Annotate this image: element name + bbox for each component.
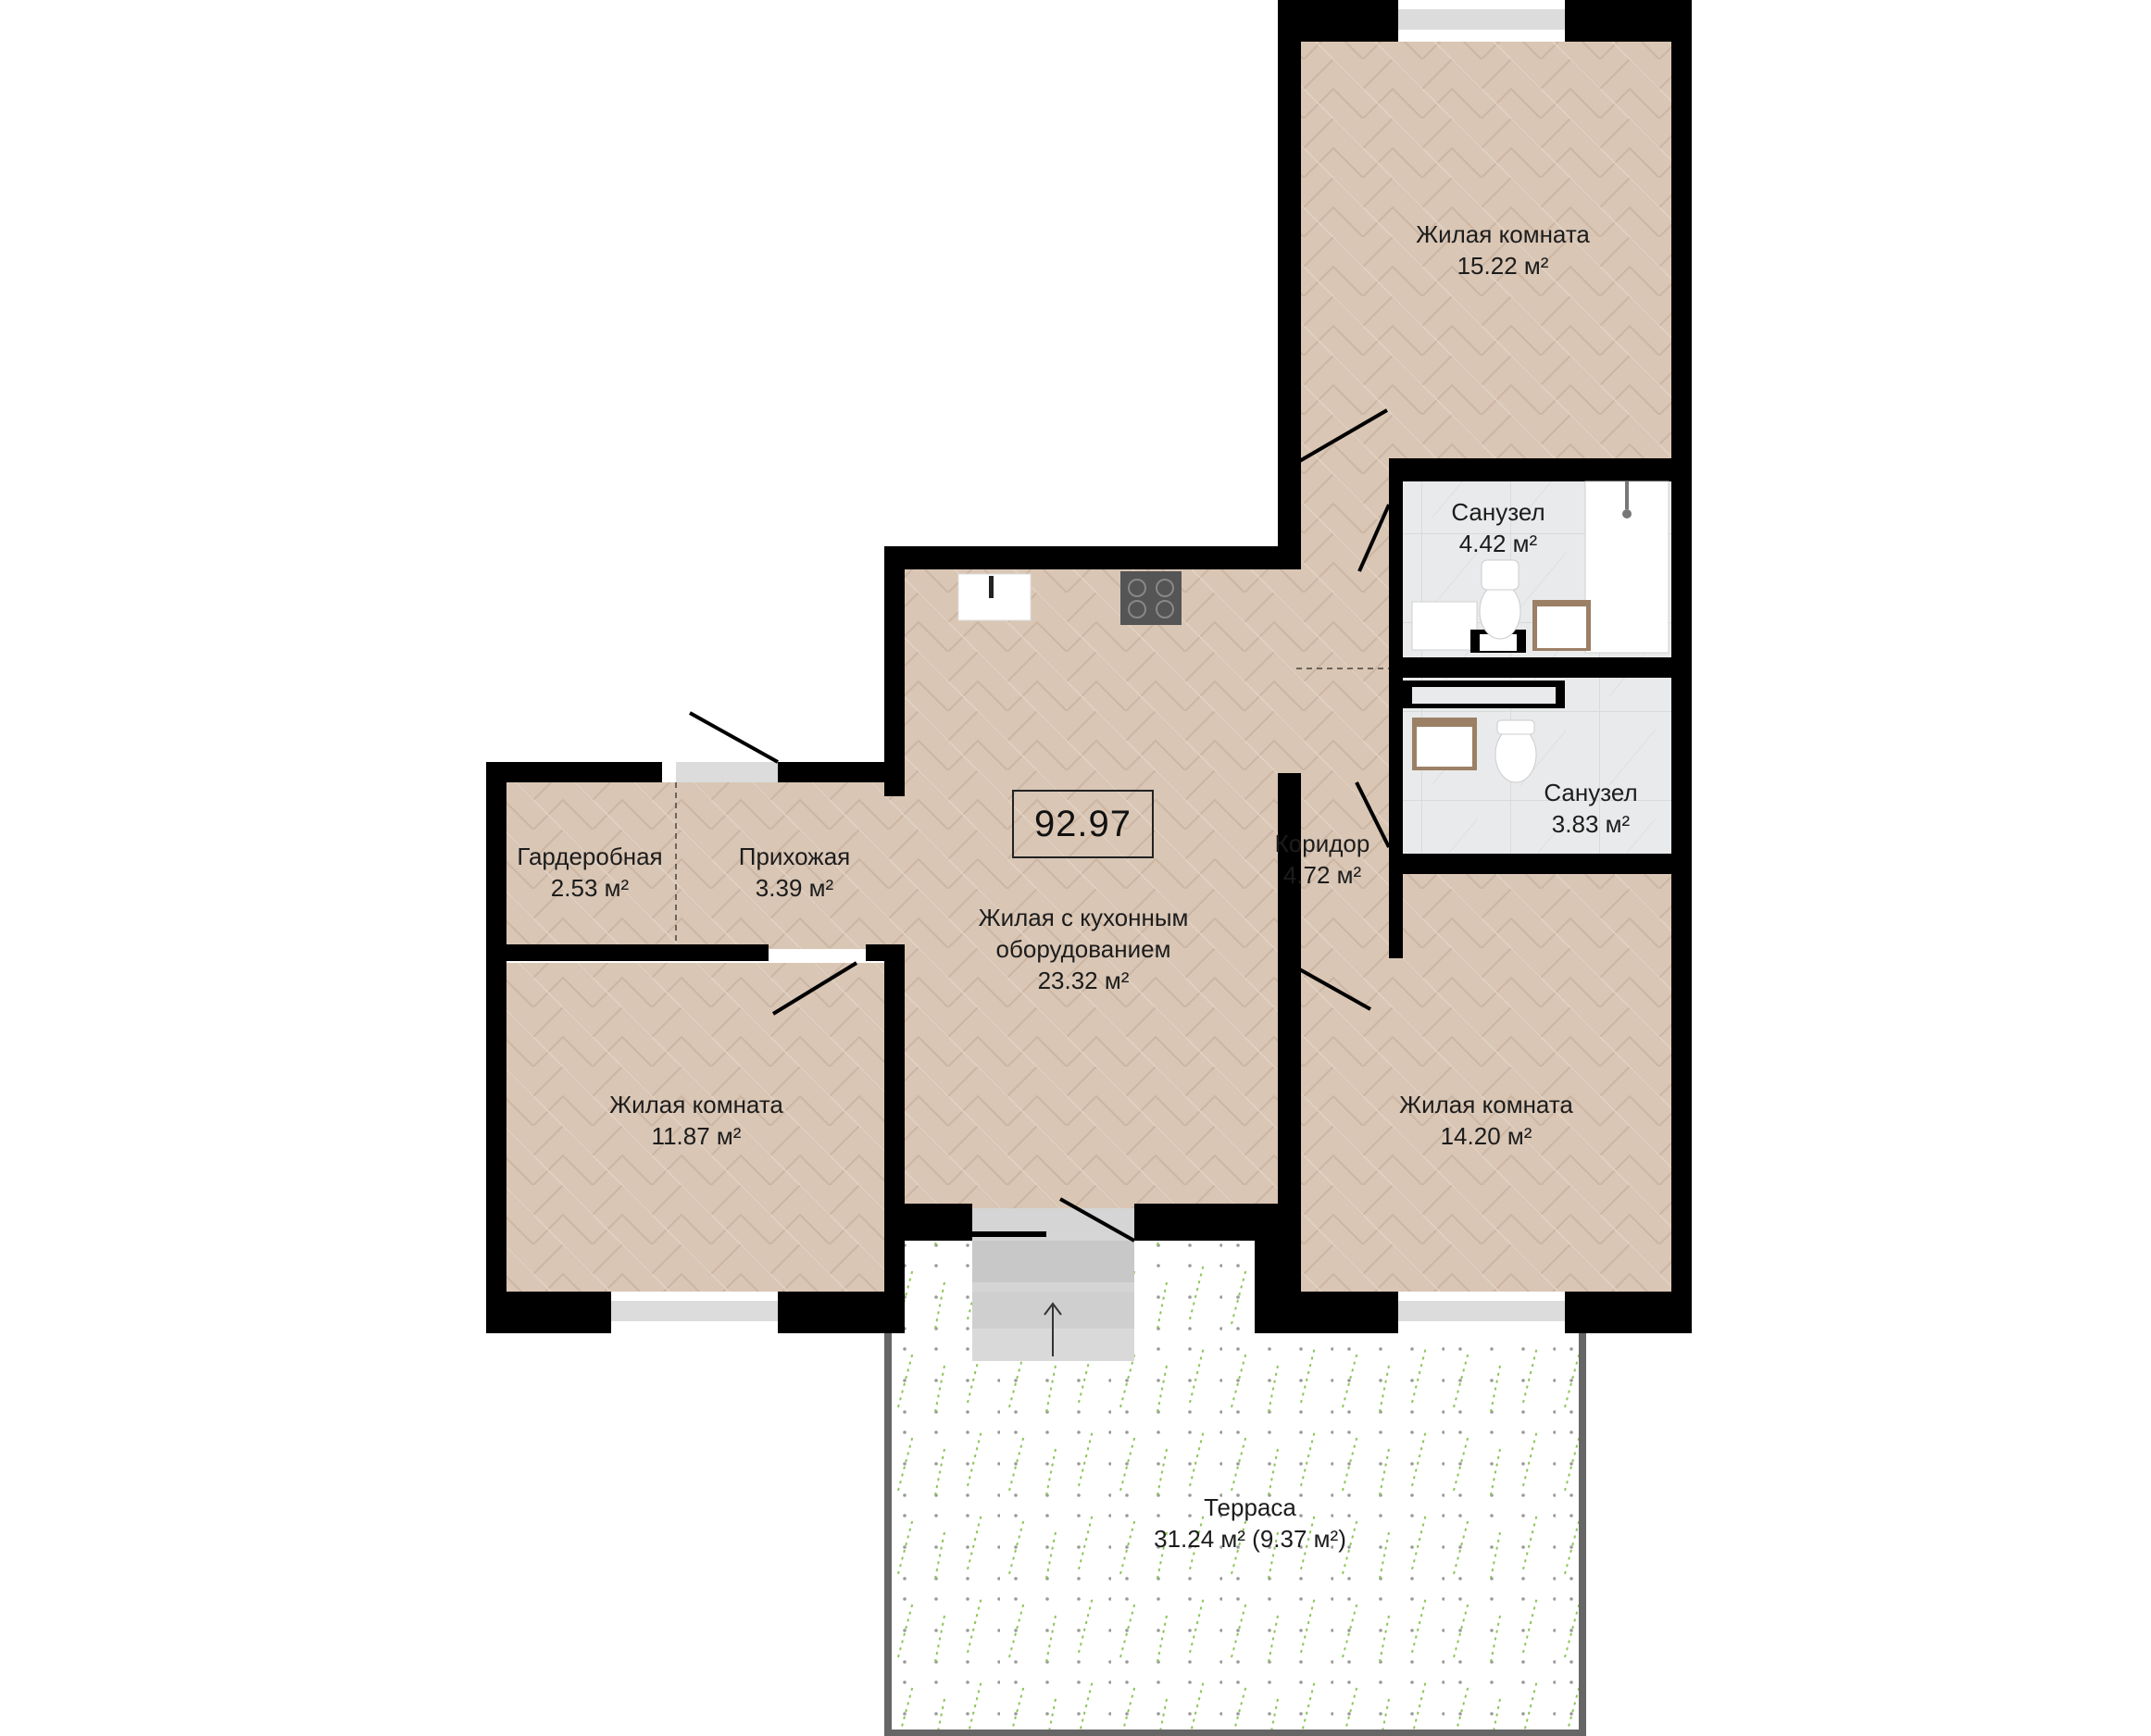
room-name: Гардеробная (517, 843, 663, 870)
room-area: 3.83 м² (1551, 810, 1631, 838)
room-area: 2.53 м² (550, 874, 630, 902)
room-label-terrace: Терраса 31.24 м² (9.37 м²) (1154, 1492, 1346, 1555)
room-area: 14.20 м² (1440, 1122, 1532, 1150)
room-label-hallway: Прихожая 3.39 м² (739, 841, 850, 904)
partition-marker (505, 946, 509, 951)
room-name: Жилая комната (1416, 220, 1590, 248)
walls (486, 0, 1692, 1333)
room-name-line2: оборудованием (995, 935, 1171, 963)
bath-2-fixtures (1403, 681, 1565, 783)
room-label-bedroom-left: Жилая комната 11.87 м² (609, 1089, 783, 1152)
room-label-bath-2: Санузел 3.83 м² (1544, 777, 1637, 840)
room-name-line1: Жилая с кухонным (978, 904, 1189, 931)
room-area: 4.72 м² (1282, 861, 1362, 889)
kitchen-fixtures (957, 571, 1182, 625)
room-name: Санузел (1544, 779, 1638, 806)
room-area: 11.87 м² (651, 1122, 742, 1150)
room-name: Жилая комната (1399, 1091, 1573, 1118)
room-name: Жилая комната (609, 1091, 783, 1118)
room-label-bath-1: Санузел 4.42 м² (1451, 496, 1544, 559)
stair (972, 1208, 1134, 1361)
room-area: 15.22 м² (1457, 252, 1549, 280)
room-label-wardrobe: Гардеробная 2.53 м² (517, 841, 662, 904)
total-area-box: 92.97 (1012, 790, 1154, 858)
room-area: 4.42 м² (1458, 530, 1538, 557)
windows (611, 0, 1565, 1333)
room-label-bedroom-right: Жилая комната 14.20 м² (1399, 1089, 1573, 1152)
total-area: 92.97 (1033, 803, 1132, 844)
room-area: 31.24 м² (9.37 м²) (1154, 1525, 1346, 1553)
room-area: 23.32 м² (1037, 967, 1130, 994)
room-name: Санузел (1451, 498, 1545, 526)
room-label-bedroom-top: Жилая комната 15.22 м² (1416, 219, 1590, 281)
room-label-kitchen-living: Жилая с кухонным оборудованием 23.32 м² (979, 902, 1189, 996)
room-name: Прихожая (738, 843, 851, 870)
room-area: 3.39 м² (755, 874, 834, 902)
doors (675, 408, 1391, 1243)
room-name: Коридор (1274, 830, 1370, 857)
bath-1-fixtures (1411, 481, 1670, 654)
room-label-corridor: Коридор 4.72 м² (1275, 828, 1370, 891)
room-name: Терраса (1204, 1493, 1296, 1521)
